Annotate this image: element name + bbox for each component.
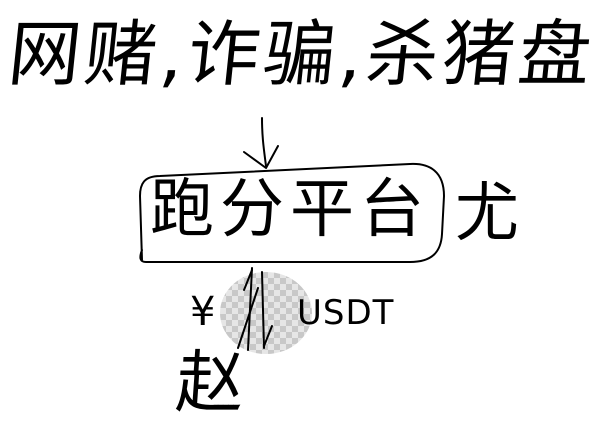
platform-outline-box	[139, 162, 445, 263]
usdt-label: USDT	[297, 293, 395, 333]
redacted-mosaic-patch	[220, 272, 312, 354]
bottom-char: 赵	[173, 344, 247, 423]
yen-symbol: ¥	[190, 289, 216, 335]
down-arrow-icon	[243, 117, 279, 169]
platform-label: 跑分平台	[150, 173, 430, 247]
platform-suffix-char: 尤	[455, 177, 519, 251]
double-arrow-connector	[237, 267, 273, 351]
